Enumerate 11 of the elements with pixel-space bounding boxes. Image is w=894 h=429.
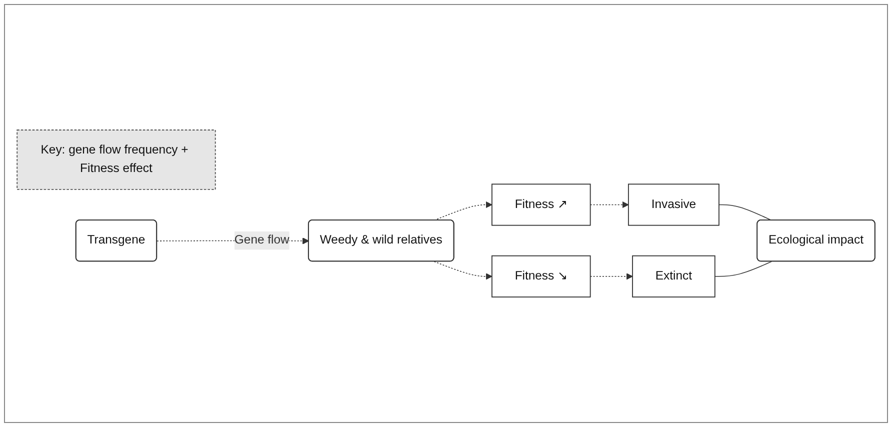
node-box: Extinct	[632, 255, 716, 298]
edge-label: Gene flow	[234, 234, 290, 247]
arrow	[434, 261, 492, 280]
node-box: Invasive	[628, 184, 720, 226]
connector	[714, 261, 772, 277]
node-box: Key: gene flow frequency + Fitness effect	[16, 130, 216, 190]
arrow	[590, 273, 633, 280]
arrow	[590, 201, 629, 208]
connector	[718, 204, 772, 221]
node-box: Fitness ↗	[491, 184, 591, 226]
node-box: Fitness ↘	[491, 255, 591, 298]
